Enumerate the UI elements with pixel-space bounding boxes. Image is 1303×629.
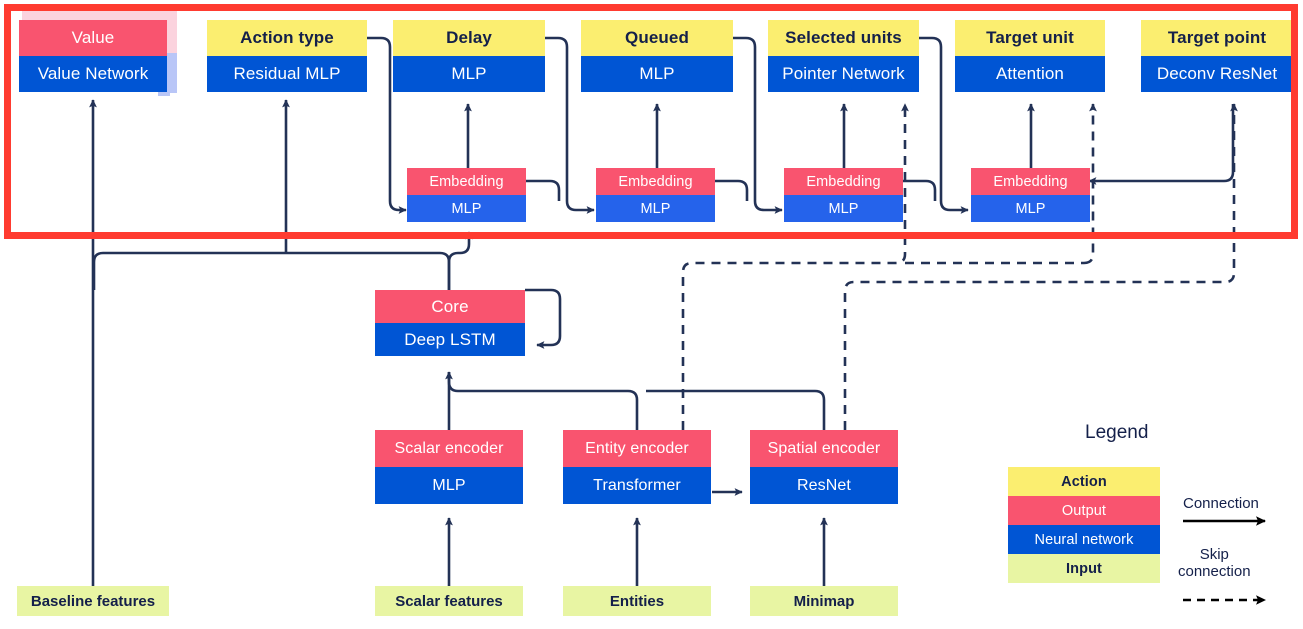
node-selected-units-network: Pointer Network bbox=[768, 56, 919, 92]
node-queued-title: Queued bbox=[581, 20, 733, 56]
node-scalar-encoder-network: MLP bbox=[375, 467, 523, 504]
node-delay-title: Delay bbox=[393, 20, 545, 56]
node-embedding-target-unit-title: Embedding bbox=[971, 168, 1090, 195]
node-selected-units-title: Selected units bbox=[768, 20, 919, 56]
input-scalar-features[interactable]: Scalar features bbox=[375, 586, 523, 616]
node-scalar-encoder-title: Scalar encoder bbox=[375, 430, 523, 467]
node-core-title: Core bbox=[375, 290, 525, 323]
node-target-point-network: Deconv ResNet bbox=[1141, 56, 1293, 92]
node-queued[interactable]: Queued MLP bbox=[581, 20, 733, 92]
node-value[interactable]: Value Value Network bbox=[19, 20, 167, 92]
node-target-unit[interactable]: Target unit Attention bbox=[955, 20, 1105, 92]
node-embedding-selected-units[interactable]: Embedding MLP bbox=[784, 168, 903, 222]
node-core-network: Deep LSTM bbox=[375, 323, 525, 356]
node-scalar-encoder[interactable]: Scalar encoder MLP bbox=[375, 430, 523, 504]
node-entity-encoder-title: Entity encoder bbox=[563, 430, 711, 467]
node-value-network: Value Network bbox=[19, 56, 167, 92]
input-entities[interactable]: Entities bbox=[563, 586, 711, 616]
node-value-title: Value bbox=[19, 20, 167, 56]
node-target-point-title: Target point bbox=[1141, 20, 1293, 56]
node-embedding-queued-title: Embedding bbox=[596, 168, 715, 195]
legend-swatch-output: Output bbox=[1008, 496, 1160, 525]
node-embedding-delay[interactable]: Embedding MLP bbox=[407, 168, 526, 222]
node-delay[interactable]: Delay MLP bbox=[393, 20, 545, 92]
node-queued-network: MLP bbox=[581, 56, 733, 92]
legend-connection-label: Connection bbox=[1183, 495, 1259, 512]
node-embedding-target-unit-network: MLP bbox=[971, 195, 1090, 222]
node-spatial-encoder[interactable]: Spatial encoder ResNet bbox=[750, 430, 898, 504]
legend-title: Legend bbox=[1085, 422, 1149, 443]
node-entity-encoder[interactable]: Entity encoder Transformer bbox=[563, 430, 711, 504]
node-embedding-queued-network: MLP bbox=[596, 195, 715, 222]
node-action-type[interactable]: Action type Residual MLP bbox=[207, 20, 367, 92]
legend-swatch-input: Input bbox=[1008, 554, 1160, 583]
node-action-type-network: Residual MLP bbox=[207, 56, 367, 92]
node-embedding-delay-title: Embedding bbox=[407, 168, 526, 195]
node-target-unit-title: Target unit bbox=[955, 20, 1105, 56]
node-core[interactable]: Core Deep LSTM bbox=[375, 290, 525, 356]
node-embedding-target-unit[interactable]: Embedding MLP bbox=[971, 168, 1090, 222]
node-spatial-encoder-title: Spatial encoder bbox=[750, 430, 898, 467]
node-embedding-delay-network: MLP bbox=[407, 195, 526, 222]
node-embedding-selected-units-network: MLP bbox=[784, 195, 903, 222]
node-delay-network: MLP bbox=[393, 56, 545, 92]
node-spatial-encoder-network: ResNet bbox=[750, 467, 898, 504]
legend-swatches: Action Output Neural network Input bbox=[1008, 467, 1160, 583]
node-embedding-queued[interactable]: Embedding MLP bbox=[596, 168, 715, 222]
legend-skip-connection-label: Skip connection bbox=[1178, 546, 1251, 581]
legend-swatch-neural-network: Neural network bbox=[1008, 525, 1160, 554]
legend-swatch-action: Action bbox=[1008, 467, 1160, 496]
node-target-point[interactable]: Target point Deconv ResNet bbox=[1141, 20, 1293, 92]
input-baseline-features[interactable]: Baseline features bbox=[17, 586, 169, 616]
input-minimap[interactable]: Minimap bbox=[750, 586, 898, 616]
node-action-type-title: Action type bbox=[207, 20, 367, 56]
node-target-unit-network: Attention bbox=[955, 56, 1105, 92]
node-entity-encoder-network: Transformer bbox=[563, 467, 711, 504]
node-embedding-selected-units-title: Embedding bbox=[784, 168, 903, 195]
node-selected-units[interactable]: Selected units Pointer Network bbox=[768, 20, 919, 92]
